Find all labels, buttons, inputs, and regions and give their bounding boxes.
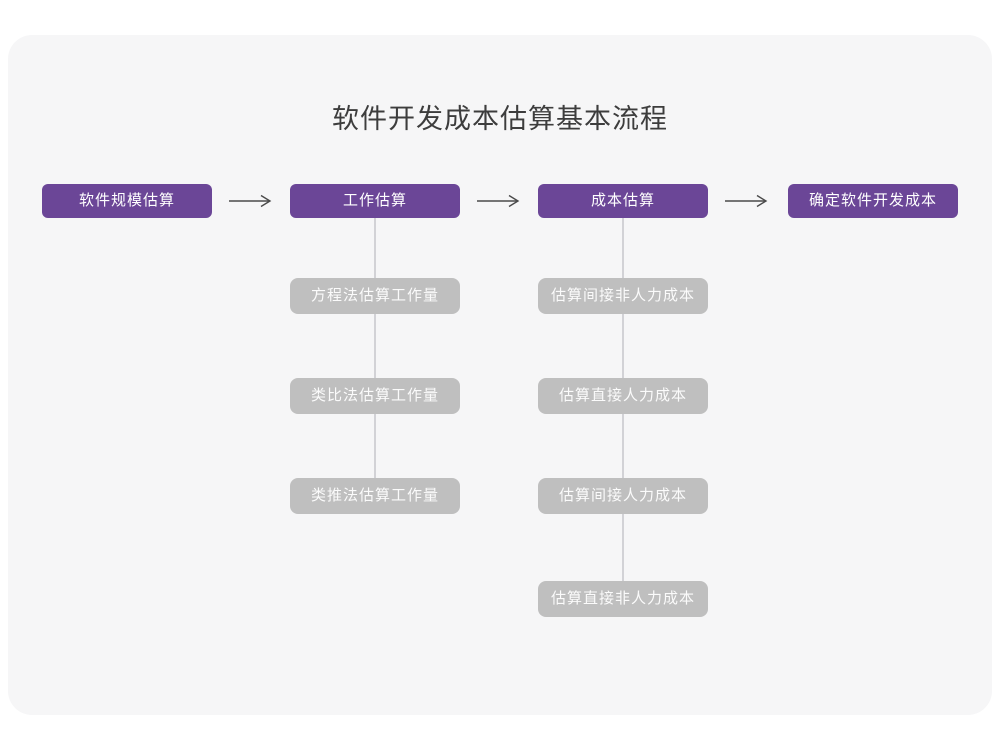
node-indirect-labor-cost: 估算间接人力成本: [538, 478, 708, 514]
node-indirect-nonlabor-cost: 估算间接非人力成本: [538, 278, 708, 314]
node-cost-estimation: 成本估算: [538, 184, 708, 218]
arrow-right-icon: [725, 194, 768, 208]
node-extrapolation-method-workload: 类推法估算工作量: [290, 478, 460, 514]
node-software-scale-estimation: 软件规模估算: [42, 184, 212, 218]
diagram-title: 软件开发成本估算基本流程: [332, 104, 668, 134]
node-analogy-method-workload: 类比法估算工作量: [290, 378, 460, 414]
node-determine-dev-cost: 确定软件开发成本: [788, 184, 958, 218]
node-work-estimation: 工作估算: [290, 184, 460, 218]
node-direct-labor-cost: 估算直接人力成本: [538, 378, 708, 414]
arrow-right-icon: [477, 194, 520, 208]
flowchart-card: [8, 35, 992, 715]
arrow-right-icon: [229, 194, 272, 208]
node-direct-nonlabor-cost: 估算直接非人力成本: [538, 581, 708, 617]
connector-line-work-branch: [374, 218, 376, 480]
node-equation-method-workload: 方程法估算工作量: [290, 278, 460, 314]
